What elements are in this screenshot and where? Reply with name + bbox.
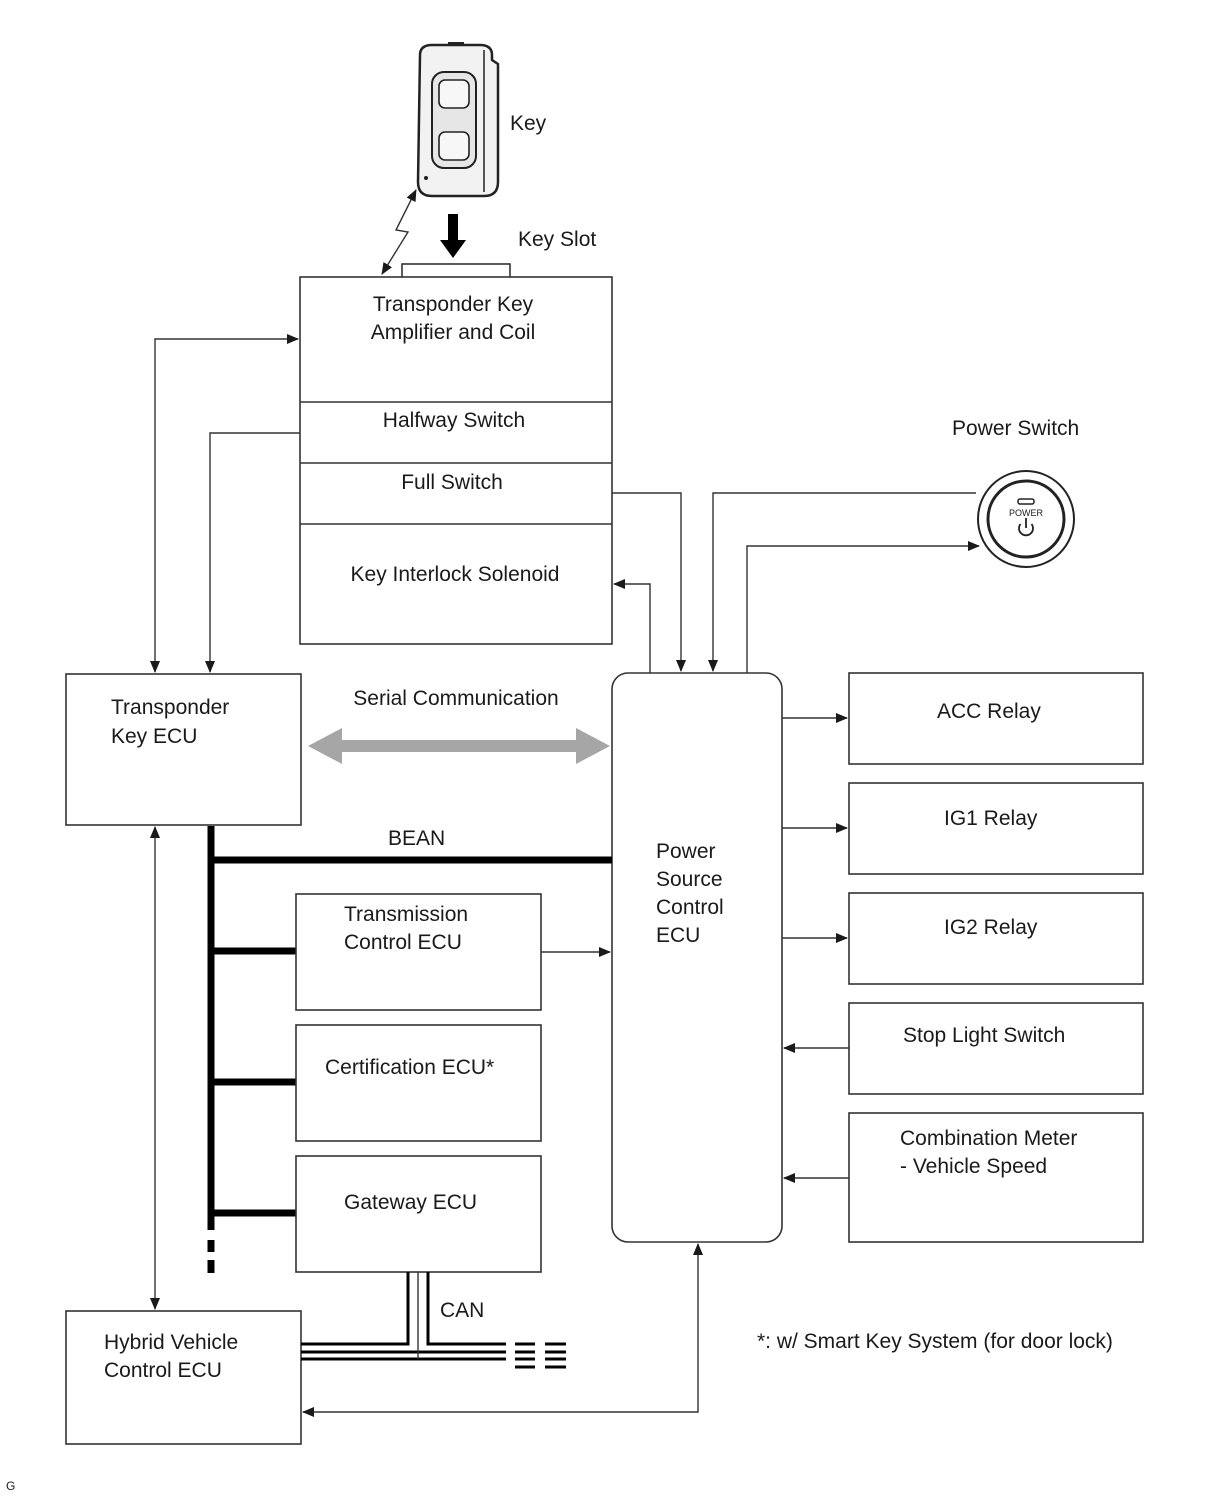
- ig2-relay-label: IG2 Relay: [944, 916, 1038, 939]
- full-switch-label: Full Switch: [401, 471, 503, 494]
- key-slot-unit: [299, 276, 613, 645]
- psc-ecu-line2: Source: [656, 868, 723, 891]
- power-symbol-icon: [1018, 518, 1034, 537]
- corner-mark: G: [6, 1479, 15, 1493]
- acc-relay-label: ACC Relay: [937, 700, 1041, 723]
- combination-meter-line1: Combination Meter: [900, 1127, 1077, 1150]
- transmission-ecu-line1: Transmission: [344, 903, 468, 926]
- transmission-control-ecu: [295, 893, 542, 1011]
- signal-wires: [150, 334, 980, 1417]
- can-label: CAN: [440, 1299, 484, 1322]
- key-slot-label: Key Slot: [518, 228, 596, 251]
- halfway-switch-label: Halfway Switch: [383, 409, 525, 432]
- stop-light-switch-label: Stop Light Switch: [903, 1024, 1065, 1047]
- power-button-icon: POWER: [977, 470, 1075, 568]
- acc-relay: [848, 672, 1144, 765]
- ig1-relay-label: IG1 Relay: [944, 807, 1038, 830]
- transponder-key-ecu-line1: Transponder: [111, 696, 229, 719]
- certification-ecu: [295, 1024, 542, 1142]
- key-fob-icon: [416, 42, 500, 198]
- hybrid-ecu-line2: Control ECU: [104, 1359, 222, 1382]
- hybrid-ecu-line1: Hybrid Vehicle: [104, 1331, 238, 1354]
- wireless-link-icon: [381, 189, 417, 275]
- bean-label: BEAN: [388, 827, 445, 850]
- amplifier-label-line1: Transponder Key: [373, 293, 534, 316]
- certification-ecu-label: Certification ECU*: [325, 1056, 494, 1079]
- transmission-ecu-line2: Control ECU: [344, 931, 462, 954]
- power-button-text: POWER: [1009, 508, 1044, 518]
- key-slot: [401, 263, 511, 279]
- insert-arrow-icon: [440, 214, 466, 258]
- transponder-key-ecu: [65, 673, 302, 826]
- power-switch-label: Power Switch: [952, 417, 1079, 440]
- gateway-ecu: [295, 1155, 542, 1273]
- can-bus: [301, 1272, 566, 1369]
- serial-communication-label: Serial Communication: [353, 687, 558, 710]
- ig2-relay: [848, 892, 1144, 985]
- transponder-key-ecu-line2: Key ECU: [111, 725, 197, 748]
- gateway-ecu-label: Gateway ECU: [344, 1191, 477, 1214]
- ig1-relay: [848, 782, 1144, 875]
- hybrid-vehicle-control-ecu: [65, 1310, 302, 1445]
- key-label: Key: [510, 112, 547, 135]
- psc-ecu-line3: Control: [656, 896, 724, 919]
- psc-ecu-line4: ECU: [656, 924, 700, 947]
- serial-communication-arrow: [308, 728, 610, 764]
- psc-ecu-line1: Power: [656, 840, 716, 863]
- combination-meter-line2: - Vehicle Speed: [900, 1155, 1047, 1178]
- key-interlock-solenoid-label: Key Interlock Solenoid: [351, 563, 560, 586]
- combination-meter: [848, 1112, 1144, 1243]
- amplifier-label-line2: Amplifier and Coil: [371, 321, 536, 344]
- power-source-control-ecu: [611, 672, 783, 1243]
- stop-light-switch: [848, 1002, 1144, 1095]
- footnote: *: w/ Smart Key System (for door lock): [757, 1330, 1113, 1353]
